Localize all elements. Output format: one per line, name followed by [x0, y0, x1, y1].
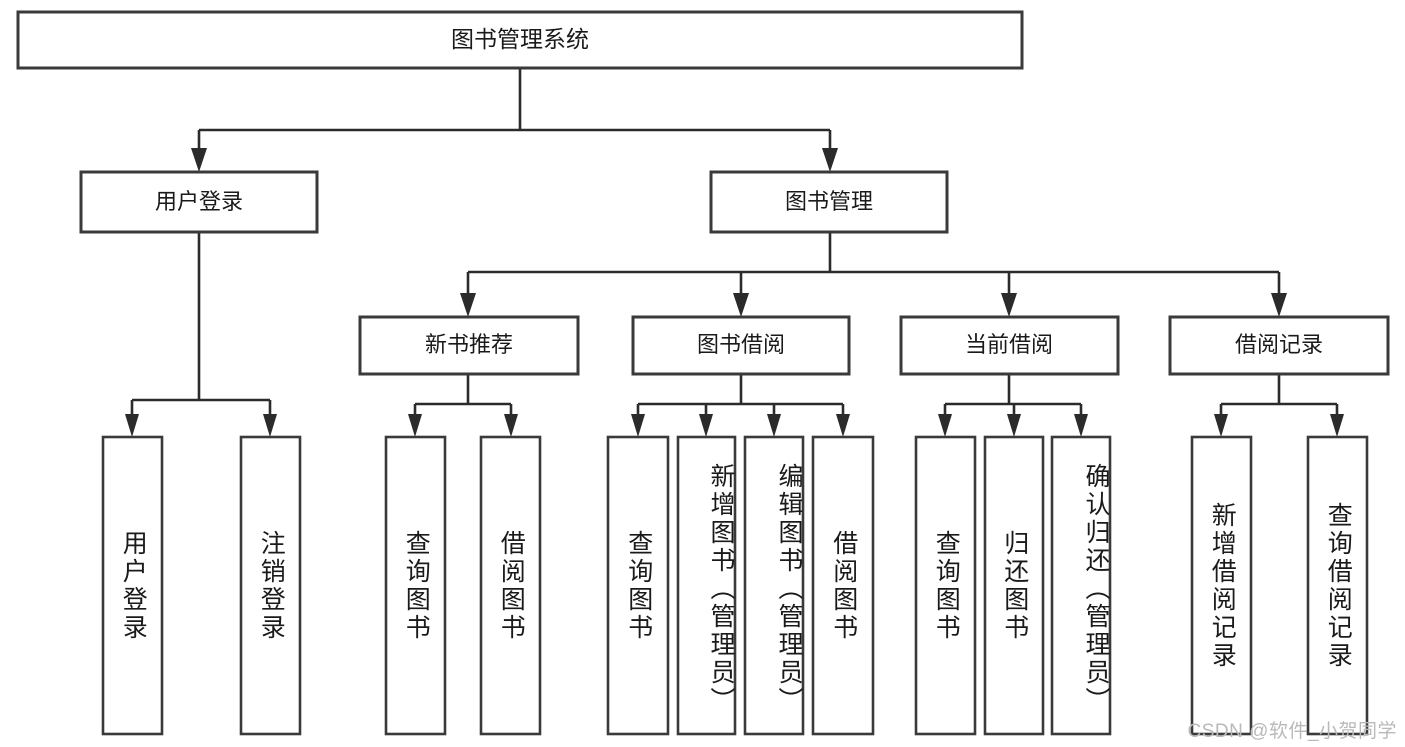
- arrow-head-icon: [699, 414, 713, 437]
- node-leaf-add-book-admin[interactable]: [676, 435, 737, 736]
- arrow-head-icon: [460, 293, 476, 317]
- arrow-head-icon: [1001, 293, 1017, 317]
- node-leaf-add-borrow-record[interactable]: [1190, 435, 1253, 736]
- node-new-book-recommend[interactable]: 新书推荐: [358, 315, 580, 376]
- node-user-login-label: 用户登录: [155, 189, 243, 214]
- leaf-boxes: [101, 435, 1369, 736]
- node-leaf-query-book-2[interactable]: [606, 435, 670, 736]
- node-user-login[interactable]: 用户登录: [79, 170, 319, 234]
- arrow-head-icon: [938, 414, 952, 437]
- arrow-head-icon: [631, 414, 645, 437]
- arrow-head-icon: [504, 414, 518, 437]
- arrow-head-icon: [767, 414, 781, 437]
- node-leaf-query-book-1[interactable]: [384, 435, 447, 736]
- node-book-borrow[interactable]: 图书借阅: [631, 315, 851, 376]
- node-leaf-borrow-book-1[interactable]: [479, 435, 542, 736]
- node-current-borrow[interactable]: 当前借阅: [899, 315, 1120, 376]
- node-new-book-recommend-label: 新书推荐: [425, 332, 513, 357]
- node-leaf-edit-book-admin[interactable]: [743, 435, 805, 736]
- arrow-head-icon: [408, 414, 422, 437]
- arrow-head-icon: [822, 148, 838, 172]
- node-leaf-user-login[interactable]: [101, 435, 164, 736]
- connector-borrow-to-leaves: [631, 374, 850, 437]
- arrow-head-icon: [836, 414, 850, 437]
- arrow-head-icon: [125, 414, 139, 437]
- node-root[interactable]: 图书管理系统: [16, 10, 1024, 70]
- node-leaf-logout-login[interactable]: [239, 435, 302, 736]
- connector-bookmgmt-to-level2: [460, 232, 1287, 317]
- node-root-label: 图书管理系统: [451, 26, 589, 52]
- node-leaf-confirm-return-admin[interactable]: [1050, 435, 1112, 736]
- arrow-head-icon: [1074, 414, 1088, 437]
- arrow-head-icon: [191, 148, 207, 172]
- arrow-head-icon: [1007, 414, 1021, 437]
- connector-newbook-to-leaves: [408, 374, 518, 437]
- node-leaf-query-book-3[interactable]: [914, 435, 977, 736]
- node-book-management-label: 图书管理: [785, 189, 873, 214]
- arrow-head-icon: [263, 414, 277, 437]
- connector-current-to-leaves: [938, 374, 1088, 437]
- connector-record-to-leaves: [1214, 374, 1344, 437]
- arrow-head-icon: [1330, 414, 1344, 437]
- node-book-borrow-label: 图书借阅: [697, 332, 785, 357]
- csdn-watermark: CSDN @软件_小贺同学: [1187, 721, 1397, 742]
- arrow-head-icon: [1214, 414, 1228, 437]
- node-leaf-borrow-book-2[interactable]: [811, 435, 875, 736]
- node-borrow-record[interactable]: 借阅记录: [1168, 315, 1390, 376]
- connector-userlogin-to-leaves: [125, 232, 277, 437]
- arrow-head-icon: [1271, 293, 1287, 317]
- node-current-borrow-label: 当前借阅: [965, 332, 1053, 357]
- node-leaf-return-book[interactable]: [983, 435, 1045, 736]
- node-book-management[interactable]: 图书管理: [709, 170, 949, 234]
- arrow-head-icon: [733, 293, 749, 317]
- node-borrow-record-label: 借阅记录: [1235, 332, 1323, 357]
- node-leaf-query-borrow-record[interactable]: [1306, 435, 1369, 736]
- connector-root-to-level1: [191, 68, 838, 172]
